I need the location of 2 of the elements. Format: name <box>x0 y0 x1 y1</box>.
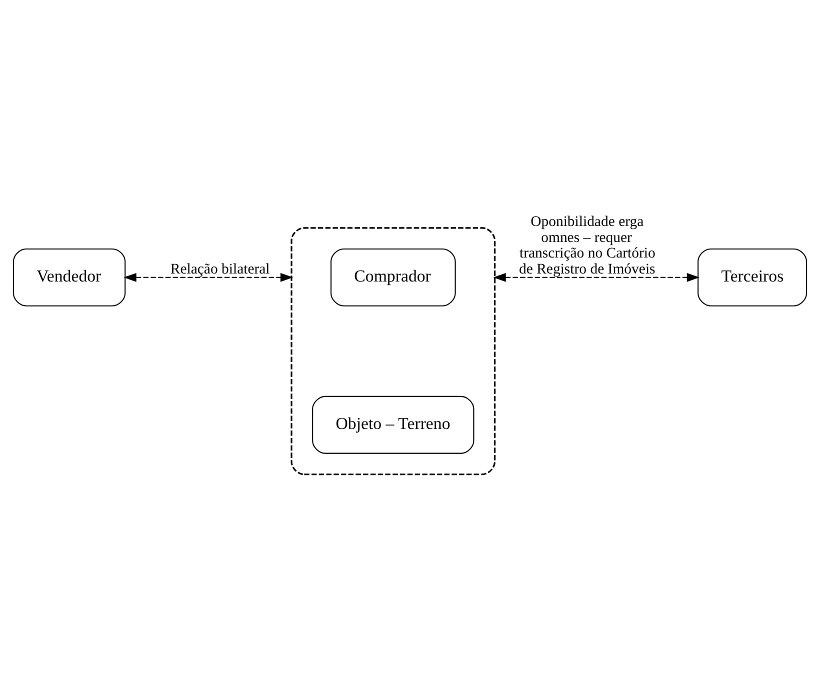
edge-label: Oponibilidade erga omnes – requer transcrição no Cartório de Registro de Imóveis <box>519 214 656 278</box>
edge-label: Relação bilateral <box>170 261 270 278</box>
